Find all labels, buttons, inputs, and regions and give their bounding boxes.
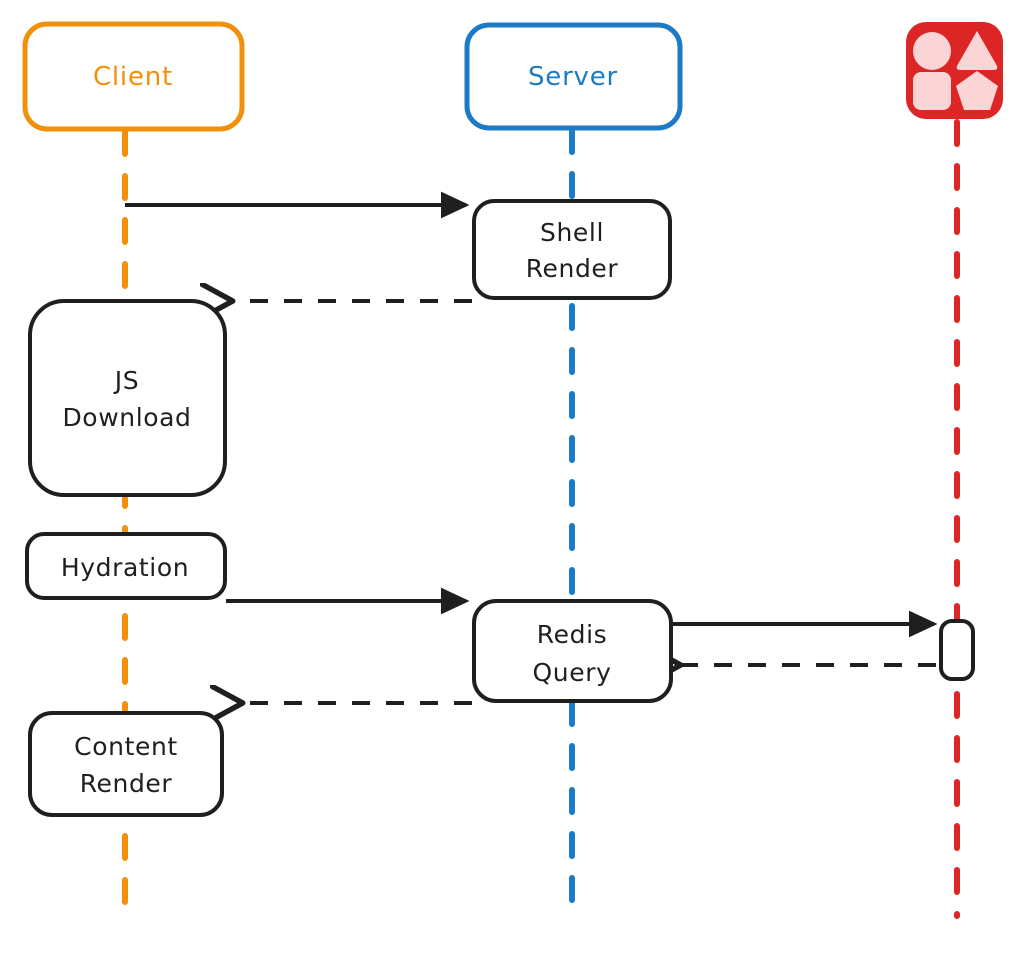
activation-hydration-box[interactable] bbox=[25, 532, 227, 600]
redis-circle-shape bbox=[913, 32, 951, 70]
activation-shell-render-label-line1: Shell bbox=[540, 218, 604, 247]
activation-redis-exec-box[interactable] bbox=[939, 619, 975, 681]
activation-js-download-label-line1: JS bbox=[113, 366, 139, 395]
activation-redis-query[interactable]: Redis Query bbox=[472, 599, 673, 703]
participant-client-box[interactable] bbox=[22, 21, 245, 132]
participant-server-box[interactable] bbox=[464, 22, 683, 131]
activation-redis-query-box[interactable] bbox=[472, 599, 673, 703]
activation-shell-render-label-line2: Render bbox=[526, 254, 619, 283]
activation-redis-exec[interactable] bbox=[939, 619, 975, 681]
activation-hydration[interactable]: Hydration bbox=[25, 532, 227, 600]
activation-shell-render-box[interactable] bbox=[472, 199, 672, 300]
activation-redis-query-label-line1: Redis bbox=[537, 620, 607, 649]
activation-content-render-box[interactable] bbox=[28, 711, 224, 817]
activation-js-download-label-line2: Download bbox=[62, 403, 191, 432]
activation-redis-query-label-line2: Query bbox=[533, 658, 612, 687]
participant-client[interactable]: Client bbox=[22, 21, 245, 132]
activation-content-render-label-line1: Content bbox=[74, 732, 178, 761]
participant-client-label: Client bbox=[93, 62, 173, 92]
participant-redis[interactable] bbox=[906, 22, 1003, 119]
participant-server[interactable]: Server bbox=[464, 22, 683, 131]
activation-hydration-label: Hydration bbox=[61, 553, 189, 582]
activation-content-render-label-line2: Render bbox=[80, 769, 173, 798]
activation-content-render[interactable]: Content Render bbox=[28, 711, 224, 817]
activation-js-download[interactable]: JS Download bbox=[28, 299, 227, 497]
redis-pentagon-shape bbox=[956, 71, 998, 110]
activation-shell-render[interactable]: Shell Render bbox=[472, 199, 672, 300]
participant-server-label: Server bbox=[528, 62, 618, 92]
messages bbox=[125, 191, 938, 703]
activation-js-download-box[interactable] bbox=[28, 299, 227, 497]
redis-rounded-square-shape bbox=[913, 72, 951, 110]
redis-triangle-shape bbox=[956, 31, 998, 70]
